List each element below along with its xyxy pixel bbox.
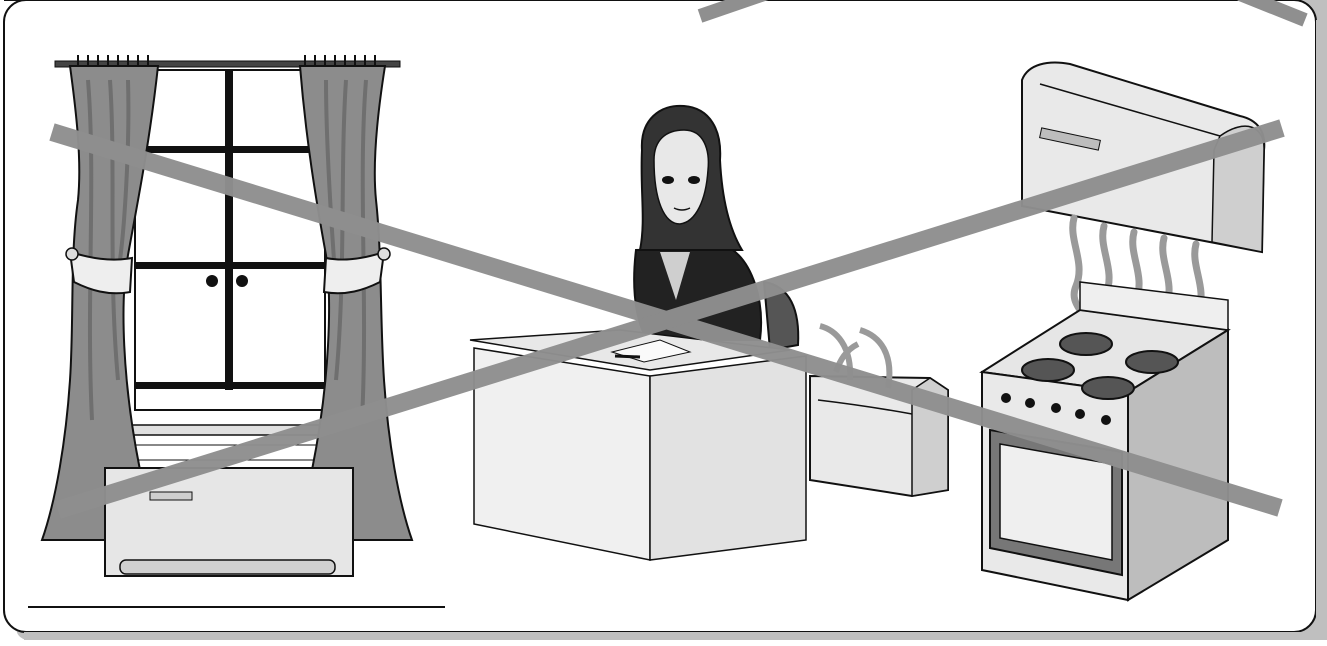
window bbox=[130, 70, 330, 460]
knob-4 bbox=[1075, 409, 1085, 419]
burner-front-left bbox=[1022, 359, 1074, 381]
window-handle-right bbox=[236, 275, 248, 287]
window-handle-left bbox=[206, 275, 218, 287]
window-transom-mid bbox=[135, 262, 325, 269]
burner-back-right bbox=[1126, 351, 1178, 373]
knob-3 bbox=[1051, 403, 1061, 413]
curtain-right-hook bbox=[378, 248, 390, 260]
burner-back-left bbox=[1060, 333, 1112, 355]
knob-2 bbox=[1025, 398, 1035, 408]
window-transom-top bbox=[135, 146, 325, 153]
panel-shadow-right bbox=[1316, 20, 1324, 636]
unit-grille bbox=[120, 560, 335, 574]
burner-front-right bbox=[1082, 377, 1134, 399]
knob-5 bbox=[1101, 415, 1111, 425]
window-transom-bottom bbox=[135, 382, 325, 389]
unit-display bbox=[150, 492, 192, 500]
woman-eye-left bbox=[662, 176, 674, 184]
panel-shadow-bottom bbox=[24, 632, 1320, 640]
knob-1 bbox=[1001, 393, 1011, 403]
desk-pen bbox=[615, 356, 640, 357]
woman-eye-right bbox=[688, 176, 700, 184]
curtain-left-hook bbox=[66, 248, 78, 260]
desk-side bbox=[650, 356, 806, 560]
window-mullion bbox=[225, 70, 233, 390]
